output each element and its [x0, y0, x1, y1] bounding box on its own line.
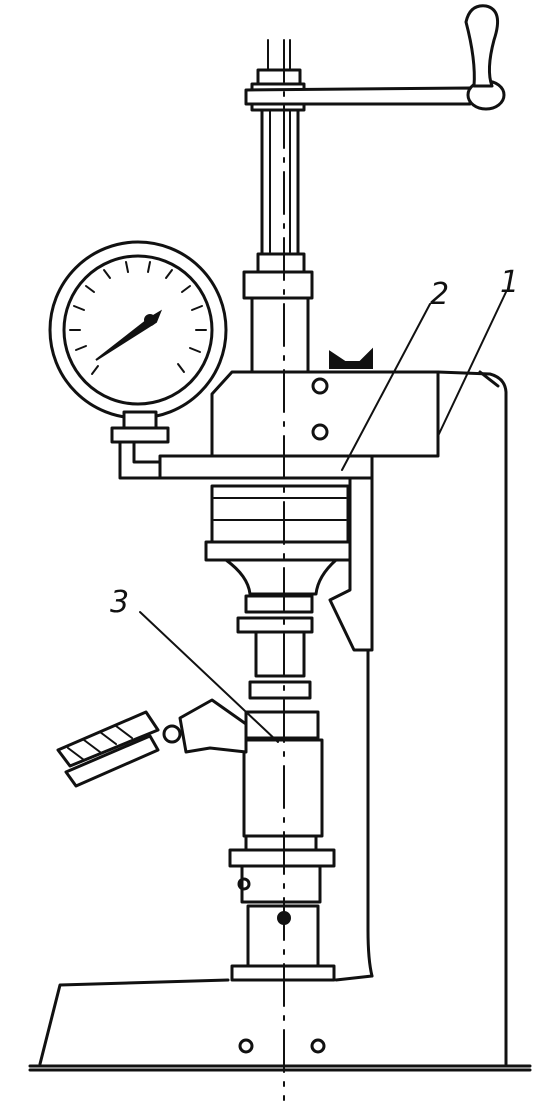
crank-handle [244, 4, 506, 111]
leader-1 [437, 291, 507, 437]
middle-body [158, 454, 374, 652]
injector-assembly [56, 698, 248, 788]
pressure-gauge [48, 240, 228, 480]
callout-2: 2 [430, 277, 449, 312]
base-plate [28, 974, 532, 1072]
leader-3 [139, 611, 279, 743]
spindle-upper [242, 39, 314, 374]
callout-3: 3 [110, 585, 129, 620]
press-frame [358, 370, 508, 1066]
leader-2 [341, 303, 431, 471]
spindle-lower [228, 594, 336, 982]
callout-1: 1 [500, 265, 519, 300]
leader-lines [139, 291, 507, 743]
upper-housing [210, 347, 440, 458]
gauge-ticks [69, 261, 207, 375]
